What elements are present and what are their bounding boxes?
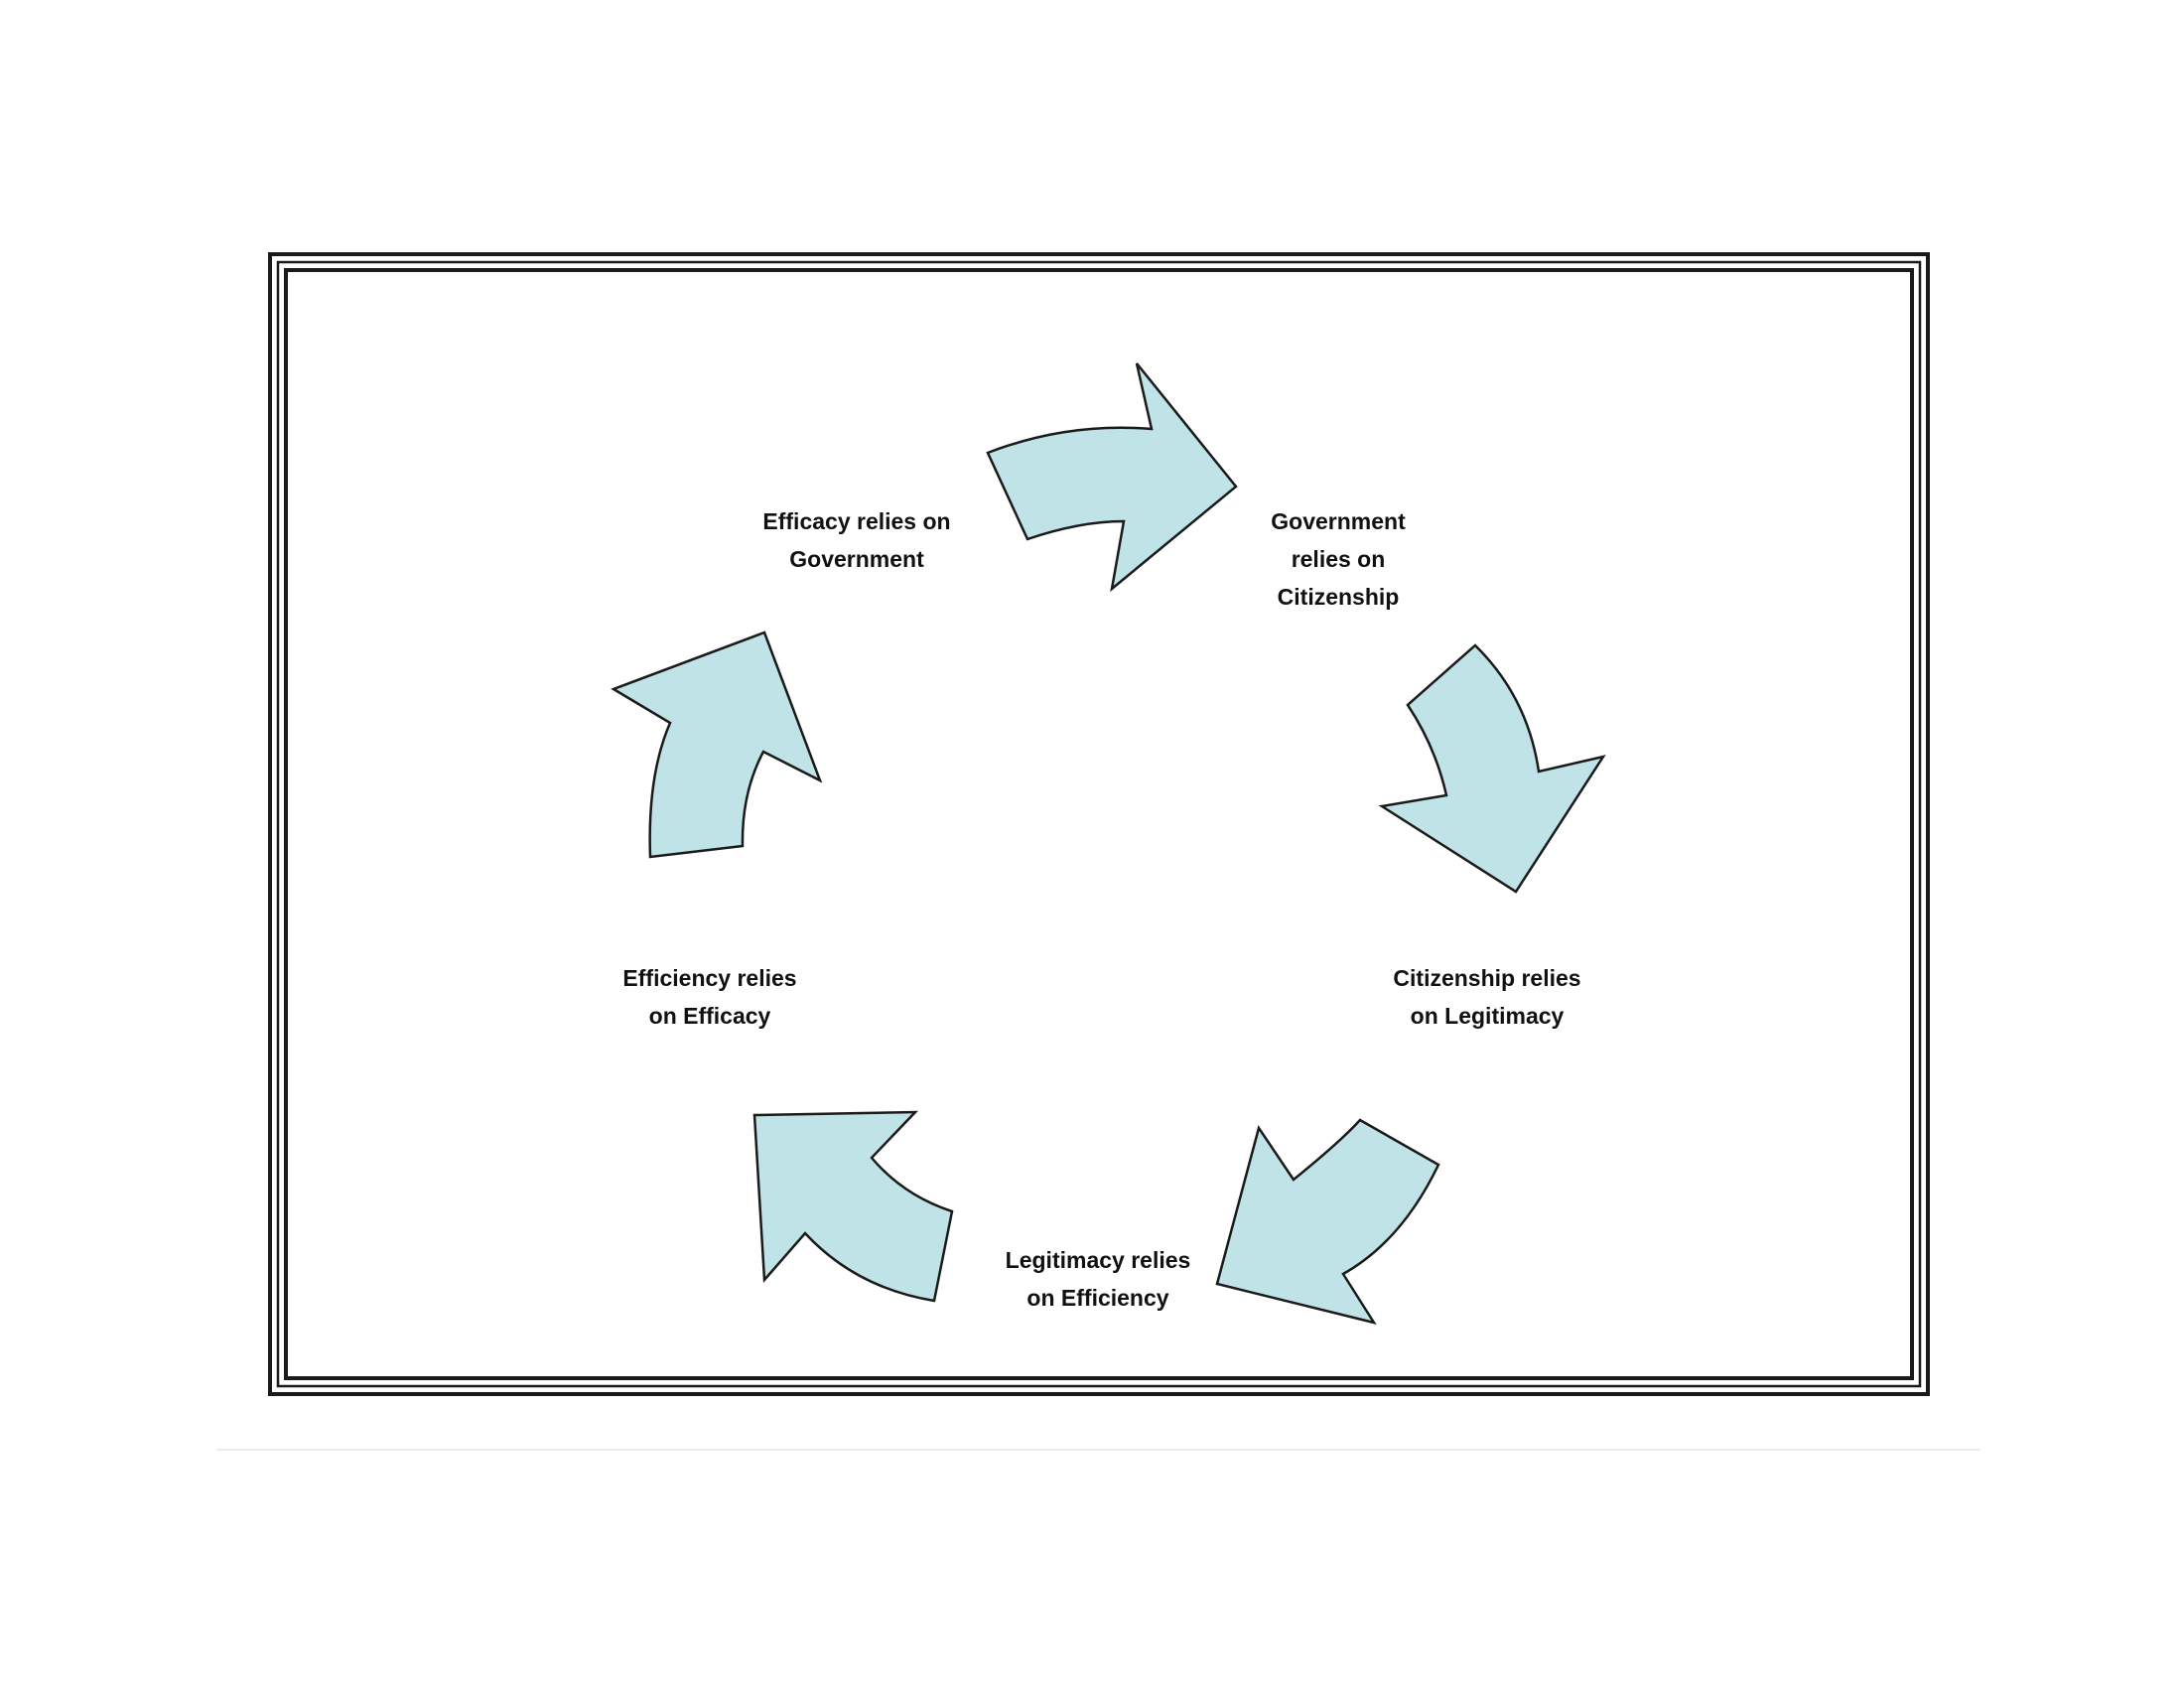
arrow-government-to-citizenship — [1378, 643, 1606, 894]
label-efficiency-line-1: Efficiency relies — [622, 965, 796, 991]
label-citizenship-line-1: Citizenship relies — [1393, 965, 1580, 991]
label-efficacy: Efficacy relies on Government — [762, 508, 950, 572]
label-efficiency: Efficiency relies on Efficacy — [622, 965, 796, 1029]
diagram-frame — [268, 252, 1930, 1396]
arrow-efficiency-to-efficacy — [611, 631, 823, 859]
label-citizenship: Citizenship relies on Legitimacy — [1393, 965, 1580, 1029]
arrow-efficacy-to-government — [986, 362, 1238, 593]
frame-inner-line — [284, 268, 1914, 1380]
label-legitimacy: Legitimacy relies on Efficiency — [1006, 1247, 1191, 1311]
arrow-layer — [611, 362, 1606, 1325]
label-citizenship-line-2: on Legitimacy — [1411, 1003, 1565, 1029]
label-efficacy-line-2: Government — [789, 546, 924, 572]
label-government: Government relies on Citizenship — [1271, 508, 1406, 610]
label-efficiency-line-2: on Efficacy — [649, 1003, 771, 1029]
frame-middle-line — [276, 260, 1922, 1388]
label-government-line-2: relies on — [1292, 546, 1386, 572]
label-legitimacy-line-1: Legitimacy relies — [1006, 1247, 1191, 1273]
label-efficacy-line-1: Efficacy relies on — [762, 508, 950, 534]
frame-outer-line — [268, 252, 1930, 1396]
label-legitimacy-line-2: on Efficiency — [1026, 1285, 1168, 1311]
label-government-line-1: Government — [1271, 508, 1406, 534]
label-government-line-3: Citizenship — [1278, 584, 1400, 610]
arrow-legitimacy-to-efficiency — [752, 1110, 954, 1303]
arrow-citizenship-to-legitimacy — [1215, 1118, 1440, 1325]
